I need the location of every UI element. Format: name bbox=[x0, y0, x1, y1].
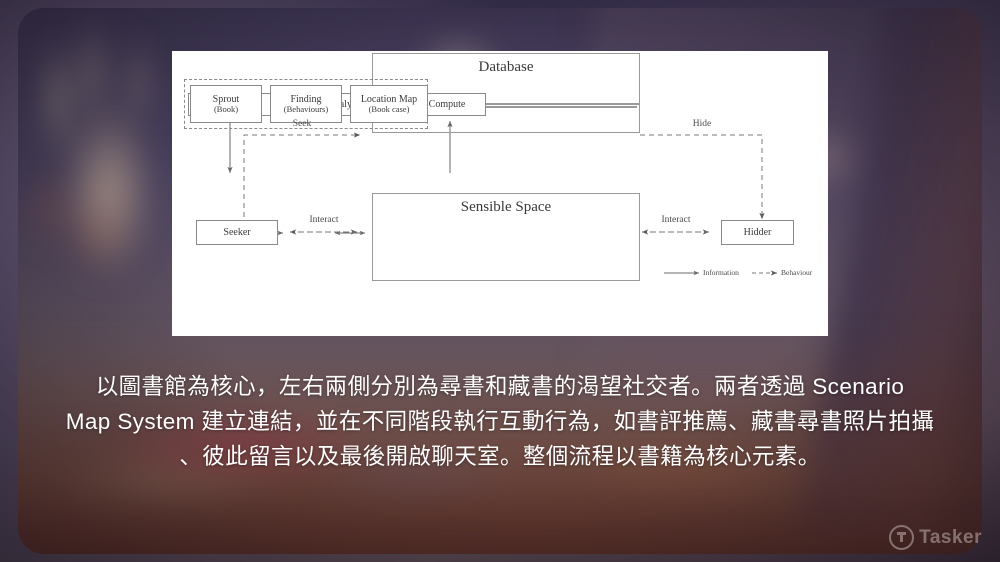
database-title: Database bbox=[478, 59, 534, 75]
tasker-watermark: Tasker bbox=[889, 525, 982, 550]
legend-item-behaviour-label: Behaviour bbox=[781, 268, 813, 277]
actor-hidder-label: Hidder bbox=[743, 226, 772, 238]
sensible-space-section bbox=[372, 193, 640, 281]
tasker-logo-icon bbox=[889, 525, 915, 550]
sensible-space-title: Sensible Space bbox=[460, 199, 552, 215]
flow-label-hide: Hide bbox=[692, 119, 712, 129]
diagram-panel: Database Sensing Analysis Compute Sensib… bbox=[172, 51, 828, 336]
caption-line-1: 以圖書館為核心，左右兩側分別為尋書和藏書的渴望社交者。兩者透過 Scenario bbox=[95, 374, 905, 399]
caption-line-2: Map System 建立連結，並在不同階段執行互動行為，如書評推薦、藏書尋書照… bbox=[65, 408, 935, 434]
sensible-space-node-location-map-line1: Location Map bbox=[360, 93, 418, 105]
sensible-space-node-finding-line2: (Behaviours) bbox=[283, 103, 329, 114]
sensible-space-node-finding-line1: Finding bbox=[290, 93, 322, 105]
database-node-compute-label: Compute bbox=[428, 98, 466, 110]
sensible-space-node-location-map[interactable]: Location Map (Book case) bbox=[350, 85, 428, 123]
sensible-space-node-sprout[interactable]: Sprout (Book) bbox=[190, 85, 262, 123]
actor-hidder[interactable]: Hidder bbox=[721, 220, 794, 245]
flow-label-seek: Seek bbox=[292, 119, 312, 129]
database-node-analysis-label: Analysis bbox=[327, 98, 363, 110]
legend-item-information-label: Information bbox=[703, 268, 739, 277]
flow-label-interact-right: Interact bbox=[661, 215, 691, 225]
flow-label-interact-left: Interact bbox=[309, 215, 339, 225]
sensible-space-node-finding[interactable]: Finding (Behaviours) bbox=[270, 85, 342, 123]
sensible-space-node-sprout-line1: Sprout bbox=[212, 93, 240, 105]
sensible-space-node-sprout-line2: (Book) bbox=[213, 103, 239, 114]
caption-block: 以圖書館為核心，左右兩側分別為尋書和藏書的渴望社交者。兩者透過 Scenario… bbox=[40, 370, 960, 475]
actor-seeker[interactable]: Seeker bbox=[196, 220, 278, 245]
sensible-space-node-location-map-line2: (Book case) bbox=[368, 103, 410, 114]
actor-seeker-label: Seeker bbox=[223, 226, 251, 238]
tasker-watermark-label: Tasker bbox=[919, 526, 982, 548]
diagram-canvas: Database Sensing Analysis Compute Sensib… bbox=[172, 51, 828, 336]
caption-line-3: 、彼此留言以及最後開啟聊天室。整個流程以書籍為核心元素。 bbox=[179, 443, 821, 469]
